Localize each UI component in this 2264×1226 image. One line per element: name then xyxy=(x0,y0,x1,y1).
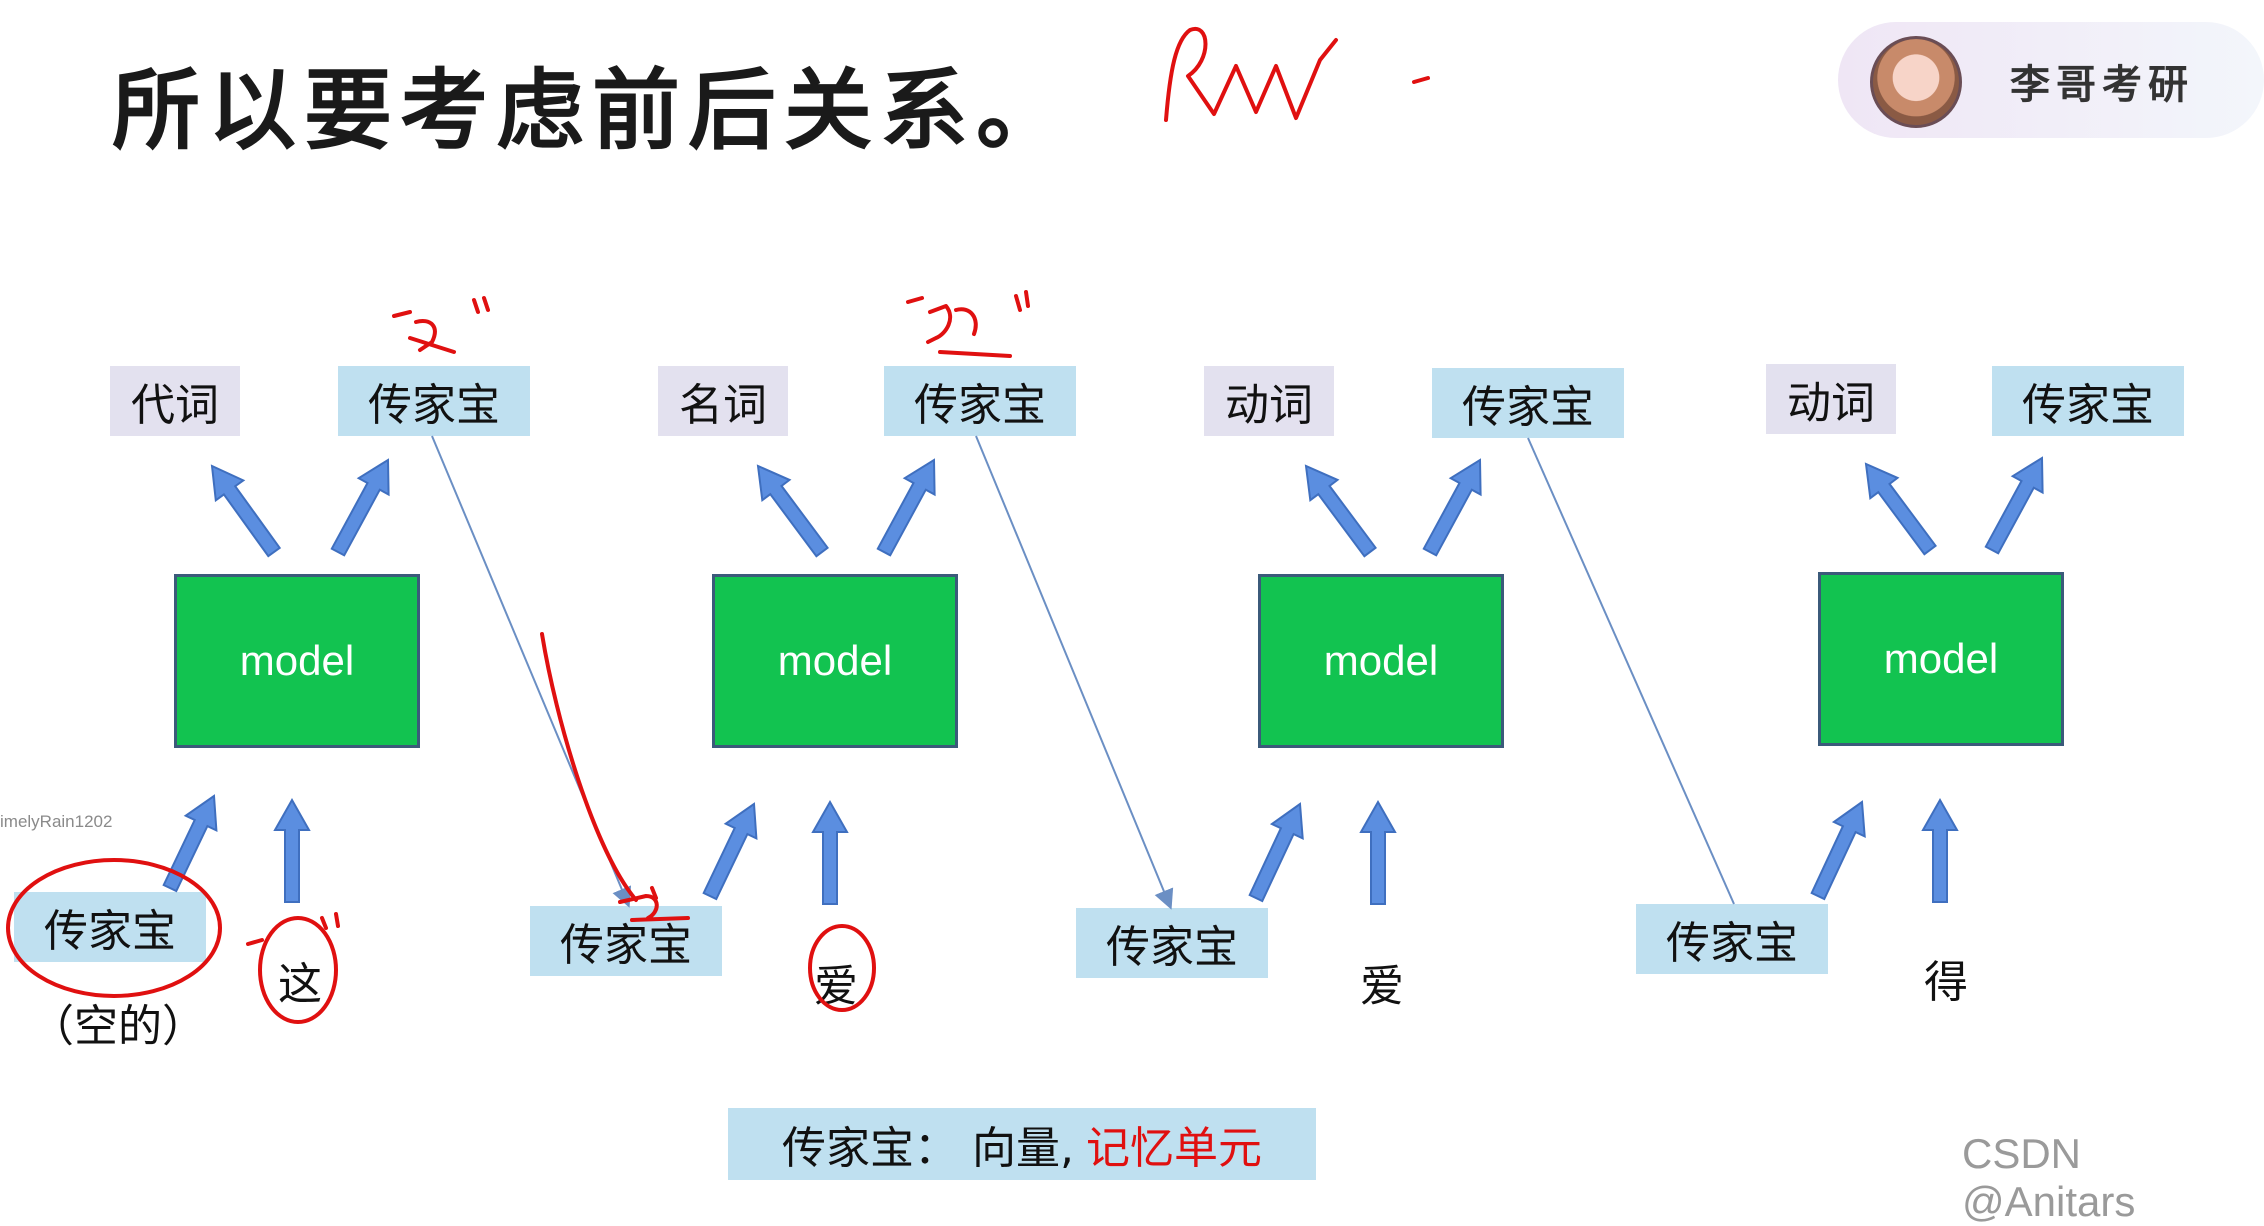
brand-badge: 李哥考研 xyxy=(1838,22,2264,138)
up-arrow-in-state-3 xyxy=(1248,802,1304,903)
handwritten-quote-2 xyxy=(906,290,1030,358)
page-title: 所以要考虑前后关系。 xyxy=(112,58,1073,162)
pos-tag-1: 代词 xyxy=(110,366,240,436)
red-connector-stroke xyxy=(540,632,638,902)
pos-tag-3: 动词 xyxy=(1204,366,1334,436)
up-arrow-in-word-2 xyxy=(811,799,849,905)
avatar xyxy=(1870,36,1962,128)
up-arrow-in-word-3 xyxy=(1359,799,1397,905)
up-arrow-in-state-1 xyxy=(162,794,218,893)
pos-tag-4: 动词 xyxy=(1766,364,1896,434)
user-watermark: imelyRain1202 xyxy=(0,812,113,831)
diagram-overlay xyxy=(6,26,2044,1024)
state-out-4: 传家宝 xyxy=(1992,366,2184,436)
state-in-2: 传家宝 xyxy=(530,906,722,976)
input-word-2: 爱 xyxy=(814,961,858,1012)
state-out-2: 传家宝 xyxy=(884,366,1076,436)
up-arrow-state-1 xyxy=(330,458,390,557)
up-arrow-pos-2 xyxy=(756,464,829,558)
handwritten-in-2 xyxy=(618,886,690,922)
state-out-3: 传家宝 xyxy=(1432,368,1624,438)
up-arrow-in-state-4 xyxy=(1810,800,1866,901)
state-in-1: 传家宝 xyxy=(14,892,206,962)
input-word-3: 爱 xyxy=(1360,961,1404,1012)
caption-box: 传家宝： 向量, 记忆单元 xyxy=(728,1108,1316,1180)
state-out-1: 传家宝 xyxy=(338,366,530,436)
circle-input-2 xyxy=(808,924,876,1012)
caption-highlight: 记忆单元 xyxy=(1085,1123,1262,1174)
handwritten-rnn xyxy=(1164,26,1338,122)
connector-line-3 xyxy=(1527,437,1735,905)
handwritten-dash xyxy=(1412,76,1430,84)
up-arrow-state-2 xyxy=(876,458,936,557)
pos-tag-2: 名词 xyxy=(658,366,788,436)
input-word-4: 得 xyxy=(1924,957,1968,1008)
connector-line-2 xyxy=(975,435,1174,910)
model-box-2: model xyxy=(712,574,958,748)
up-arrow-in-word-4 xyxy=(1921,797,1959,903)
model-box-3: model xyxy=(1258,574,1504,748)
model-box-1: model xyxy=(174,574,420,748)
up-arrow-pos-3 xyxy=(1304,464,1377,558)
state-in-4: 传家宝 xyxy=(1636,904,1828,974)
up-arrow-state-3 xyxy=(1422,458,1482,557)
up-arrow-in-state-2 xyxy=(702,802,758,901)
circle-state-in-1 xyxy=(6,858,222,998)
up-arrow-pos-4 xyxy=(1864,462,1937,556)
up-arrow-pos-1 xyxy=(210,464,282,558)
up-arrow-in-word-1 xyxy=(273,797,311,903)
state-in-note-1: （空的） xyxy=(30,1001,206,1052)
input-word-1: 这 xyxy=(278,959,322,1010)
brand-label: 李哥考研 xyxy=(2010,62,2194,108)
circle-input-1 xyxy=(258,916,338,1024)
caption-text: 传家宝： 向量, xyxy=(782,1123,1074,1174)
model-box-4: model xyxy=(1818,572,2064,746)
handwritten-quote-in-1 xyxy=(246,912,340,946)
handwritten-quote-1 xyxy=(392,296,490,354)
up-arrow-state-4 xyxy=(1984,456,2044,555)
state-in-3: 传家宝 xyxy=(1076,908,1268,978)
